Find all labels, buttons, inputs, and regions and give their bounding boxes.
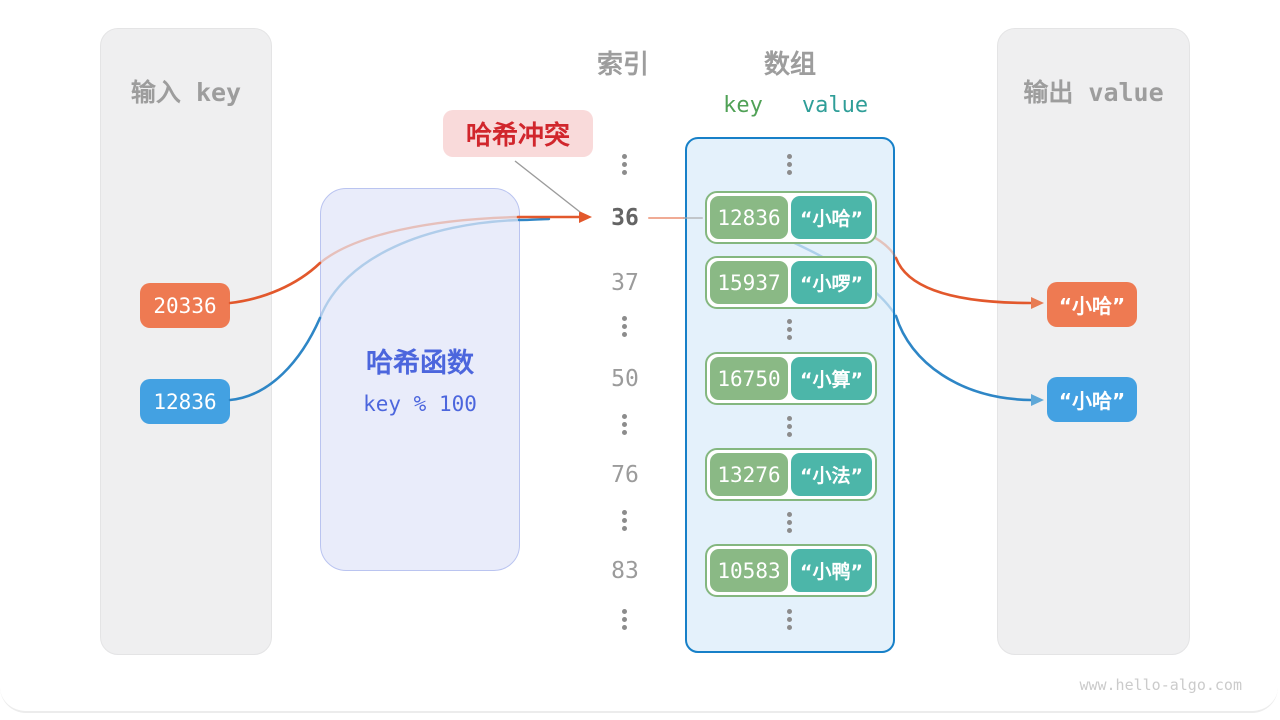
index-value-50: 50 (611, 366, 639, 392)
index-value-76: 76 (611, 462, 639, 488)
vertical-ellipsis-icon (622, 324, 627, 329)
index-value-83: 83 (611, 558, 639, 584)
vertical-ellipsis-icon (622, 617, 627, 622)
output-panel-title: 输出 value (1023, 78, 1164, 107)
vertical-ellipsis-icon (787, 327, 792, 332)
kv-pair-row: 10583 “小鸭” (705, 544, 877, 597)
hash-function-title: 哈希函数 (366, 348, 474, 379)
vertical-ellipsis-icon (622, 518, 627, 523)
kv-pair-row: 16750 “小算” (705, 352, 877, 405)
vertical-ellipsis-icon (787, 424, 792, 429)
pair-value: “小哈” (791, 196, 872, 239)
pair-value: “小法” (791, 453, 872, 496)
pair-key: 16750 (710, 357, 788, 400)
vertical-ellipsis-icon (787, 520, 792, 525)
kv-pair-row: 12836 “小哈” (705, 191, 877, 244)
pair-key: 10583 (710, 549, 788, 592)
index-value-37: 37 (611, 270, 639, 296)
vertical-ellipsis-icon (622, 162, 627, 167)
input-key-12836: 12836 (140, 379, 230, 424)
output-value-blue: “小哈” (1047, 377, 1137, 422)
array-column-header: 数组 (763, 50, 816, 80)
pair-key: 12836 (710, 196, 788, 239)
value-subheader: value (801, 93, 869, 118)
input-key-20336: 20336 (140, 283, 230, 328)
pair-value: “小啰” (791, 261, 872, 304)
kv-pair-row: 15937 “小啰” (705, 256, 877, 309)
index-value-36: 36 (611, 205, 639, 231)
vertical-ellipsis-icon (787, 617, 792, 622)
hash-function-box: 哈希函数 key % 100 (320, 188, 520, 571)
input-key-panel: 输入 key (100, 28, 272, 655)
key-subheader: key (723, 93, 763, 118)
hash-function-formula: key % 100 (363, 392, 477, 416)
pair-value: “小算” (791, 357, 872, 400)
kv-pair-row: 13276 “小法” (705, 448, 877, 501)
index-column-header: 索引 (596, 50, 649, 80)
vertical-ellipsis-icon (622, 422, 627, 427)
input-panel-title: 输入 key (130, 78, 242, 107)
hash-collision-badge: 哈希冲突 (443, 110, 593, 157)
vertical-ellipsis-icon (787, 162, 792, 167)
output-value-orange: “小哈” (1047, 282, 1137, 327)
watermark: www.hello-algo.com (1079, 676, 1242, 694)
pair-key: 13276 (710, 453, 788, 496)
pair-key: 15937 (710, 261, 788, 304)
output-value-panel: 输出 value (997, 28, 1190, 655)
pair-value: “小鸭” (791, 549, 872, 592)
